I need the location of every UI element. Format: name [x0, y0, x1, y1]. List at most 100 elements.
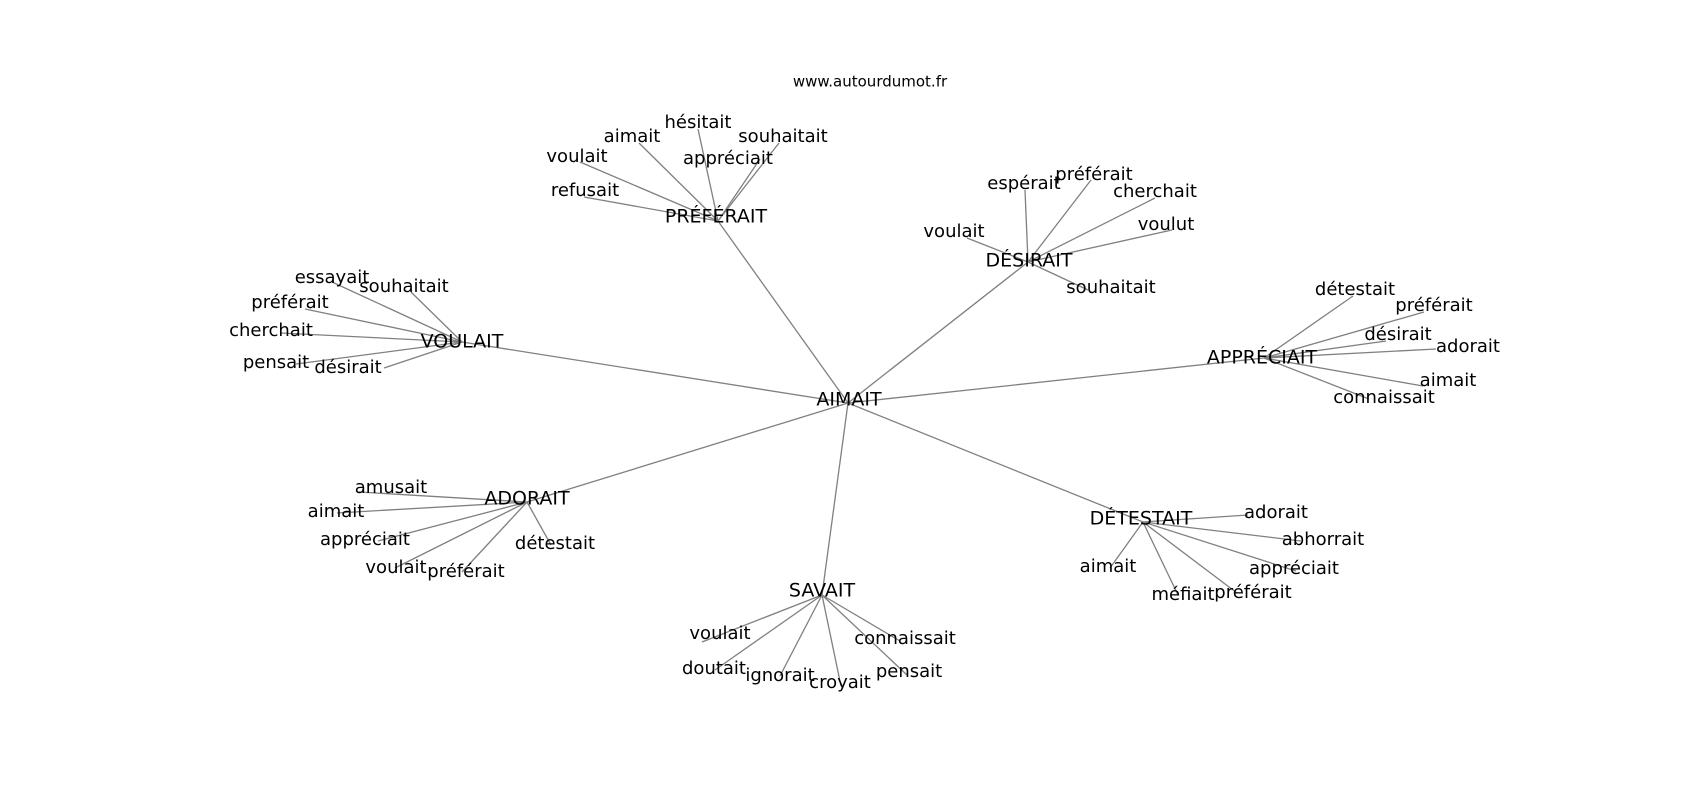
- edge-preferait-appreciait: [717, 158, 761, 222]
- edge-savait-voulait: [701, 594, 823, 643]
- hub-node-desirait[interactable]: DÉSIRAIT: [986, 249, 1073, 272]
- source-watermark: www.autourdumot.fr: [793, 73, 948, 91]
- edge-aimait-preferait: [717, 220, 849, 404]
- leaf-node-appreciait-connaissait[interactable]: connaissait: [1333, 387, 1435, 408]
- edge-adorait-aimait: [336, 501, 528, 514]
- leaf-node-preferait-aimait[interactable]: aimait: [604, 126, 661, 147]
- hub-node-appreciait[interactable]: APPRÉCIAIT: [1207, 346, 1318, 369]
- edge-desirait-preferait: [1027, 179, 1092, 263]
- edge-savait-croyait: [821, 594, 842, 687]
- edge-detestait-aimait: [1109, 521, 1144, 569]
- edge-savait-connaissait: [821, 594, 901, 642]
- leaf-node-preferait-souhaitait[interactable]: souhaitait: [738, 126, 827, 147]
- edge-detestait-adorait: [1142, 514, 1249, 523]
- edge-adorait-voulait: [394, 501, 528, 569]
- edge-voulait-desirait: [383, 341, 463, 369]
- edge-aimait-savait: [821, 402, 849, 596]
- leaf-node-desirait-cherchait[interactable]: cherchait: [1113, 181, 1197, 202]
- leaf-node-savait-croyait[interactable]: croyait: [809, 672, 871, 693]
- leaf-node-adorait-amusait[interactable]: amusait: [355, 477, 427, 498]
- edge-preferait-refusait: [583, 196, 719, 222]
- edge-aimait-adorait: [526, 402, 849, 503]
- edge-aimait-desirait: [847, 261, 1029, 404]
- edge-voulait-preferait: [304, 308, 463, 343]
- leaf-node-appreciait-aimait[interactable]: aimait: [1420, 370, 1477, 391]
- graph-edges: [280, 128, 1437, 687]
- leaf-node-savait-pensait[interactable]: pensait: [876, 661, 942, 682]
- edge-adorait-appreciait: [377, 501, 528, 542]
- edge-appreciait-adorait: [1263, 348, 1437, 359]
- edge-desirait-voulut: [1027, 229, 1173, 263]
- edge-aimait-detestait: [847, 402, 1144, 523]
- leaf-node-appreciait-desirait[interactable]: désirait: [1364, 324, 1431, 345]
- leaf-node-preferait-voulait[interactable]: voulait: [546, 146, 607, 167]
- edge-aimait-voulait: [461, 341, 849, 404]
- edge-detestait-preferait: [1142, 521, 1238, 594]
- leaf-node-appreciait-preferait[interactable]: préférait: [1395, 295, 1472, 316]
- hub-node-voulait[interactable]: VOULAIT: [421, 331, 504, 353]
- edge-preferait-hesitait: [697, 128, 719, 222]
- leaf-node-detestait-abhorrait[interactable]: abhorrait: [1282, 529, 1364, 550]
- edge-savait-ignorait: [779, 594, 823, 677]
- leaf-node-adorait-aimait[interactable]: aimait: [308, 501, 365, 522]
- edge-aimait-appreciait: [847, 357, 1265, 404]
- leaf-node-detestait-preferait[interactable]: préférait: [1214, 582, 1291, 603]
- leaf-node-desirait-souhaitait[interactable]: souhaitait: [1066, 277, 1155, 298]
- edge-savait-doutait: [714, 594, 823, 671]
- edge-desirait-cherchait: [1027, 197, 1156, 263]
- leaf-node-desirait-preferait[interactable]: préférait: [1055, 164, 1132, 185]
- leaf-node-detestait-aimait[interactable]: aimait: [1080, 556, 1137, 577]
- leaf-node-voulait-preferait[interactable]: préférait: [251, 292, 328, 313]
- edge-voulait-essayait: [331, 281, 463, 343]
- leaf-node-voulait-pensait[interactable]: pensait: [243, 352, 309, 373]
- edge-voulait-pensait: [295, 341, 463, 365]
- leaf-node-appreciait-detestait[interactable]: détestait: [1315, 279, 1395, 300]
- leaf-node-desirait-voulait[interactable]: voulait: [923, 221, 984, 242]
- leaf-node-adorait-detestait[interactable]: détestait: [515, 533, 595, 554]
- edge-adorait-detestait: [526, 501, 552, 546]
- hub-node-preferait[interactable]: PRÉFÉRAIT: [665, 205, 768, 228]
- edge-voulait-souhaitait: [410, 291, 463, 343]
- hub-node-savait[interactable]: SAVAIT: [789, 580, 856, 602]
- edge-preferait-aimait: [638, 142, 719, 222]
- edge-preferait-voulait: [579, 161, 719, 222]
- edge-preferait-souhaitait: [717, 142, 780, 222]
- leaf-node-preferait-refusait[interactable]: refusait: [551, 180, 619, 201]
- edge-detestait-appreciait: [1142, 521, 1297, 572]
- leaf-node-savait-doutait[interactable]: doutait: [682, 658, 746, 679]
- leaf-node-voulait-souhaitait[interactable]: souhaitait: [359, 276, 448, 297]
- leaf-node-adorait-voulait[interactable]: voulait: [365, 557, 426, 578]
- edge-appreciait-desirait: [1263, 340, 1387, 359]
- edge-detestait-abhorrait: [1142, 521, 1302, 542]
- edge-voulait-cherchait: [280, 332, 463, 343]
- edge-appreciait-connaissait: [1263, 357, 1370, 400]
- leaf-node-preferait-appreciait[interactable]: appréciait: [683, 148, 773, 169]
- edge-adorait-preferait: [461, 501, 528, 573]
- leaf-node-appreciait-adorait[interactable]: adorait: [1436, 336, 1500, 357]
- edge-desirait-voulait: [966, 237, 1029, 263]
- edge-detestait-mefiait: [1142, 521, 1179, 596]
- edge-appreciait-aimait: [1263, 357, 1424, 387]
- hub-node-detestait[interactable]: DÉTESTAIT: [1090, 507, 1193, 530]
- leaf-node-adorait-appreciait[interactable]: appréciait: [320, 529, 410, 550]
- center-node-aimait[interactable]: AIMAIT: [816, 389, 882, 411]
- leaf-node-savait-connaissait[interactable]: connaissait: [854, 628, 956, 649]
- leaf-node-desirait-voulut[interactable]: voulut: [1138, 214, 1195, 235]
- leaf-node-detestait-appreciait[interactable]: appréciait: [1249, 558, 1339, 579]
- leaf-node-savait-voulait[interactable]: voulait: [689, 623, 750, 644]
- edge-savait-pensait: [821, 594, 908, 676]
- edge-appreciait-preferait: [1263, 311, 1425, 359]
- leaf-node-detestait-adorait[interactable]: adorait: [1244, 502, 1308, 523]
- leaf-node-detestait-mefiait[interactable]: méfiait: [1151, 584, 1214, 605]
- edge-appreciait-detestait: [1263, 295, 1354, 359]
- edge-desirait-souhaitait: [1027, 261, 1089, 291]
- hub-node-adorait[interactable]: ADORAIT: [484, 488, 570, 510]
- leaf-node-preferait-hesitait[interactable]: hésitait: [664, 112, 731, 133]
- leaf-node-adorait-preferait[interactable]: préférait: [427, 561, 504, 582]
- leaf-node-voulait-essayait[interactable]: essayait: [295, 267, 370, 288]
- leaf-node-savait-ignorait[interactable]: ignorait: [745, 665, 814, 686]
- leaf-node-voulait-desirait[interactable]: désirait: [314, 357, 381, 378]
- leaf-node-voulait-cherchait[interactable]: cherchait: [229, 320, 313, 341]
- leaf-node-desirait-esperait[interactable]: espérait: [987, 173, 1060, 194]
